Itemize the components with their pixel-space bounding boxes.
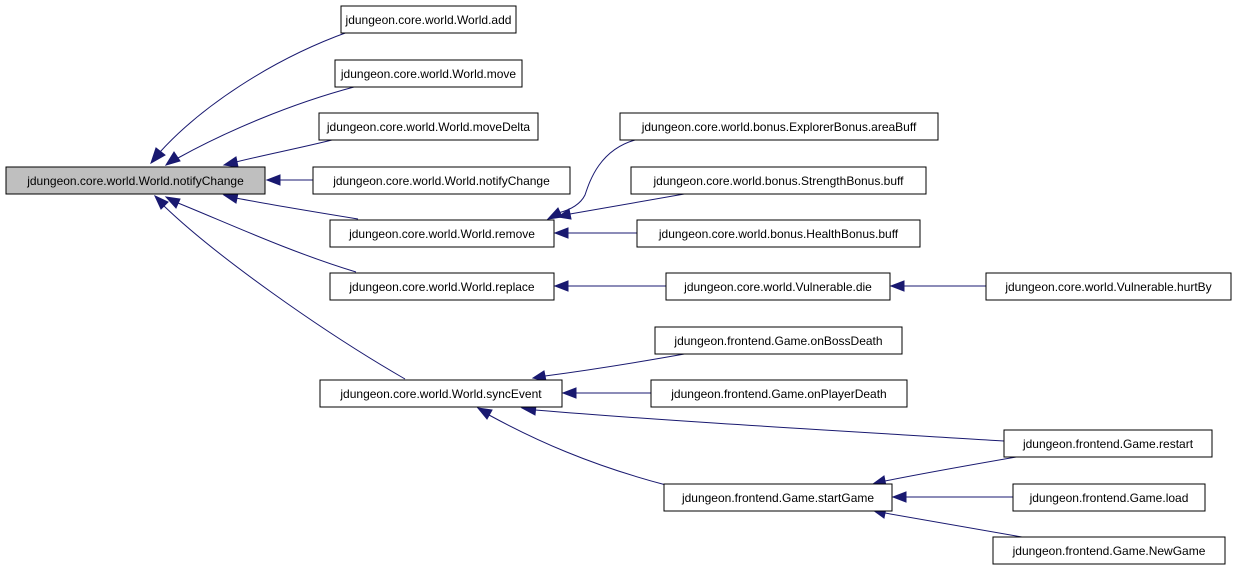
node-game-restart[interactable]: jdungeon.frontend.Game.restart (1003, 429, 1213, 458)
edge-add-to-notifychange (159, 31, 349, 153)
node-vulnerable-hurtby[interactable]: jdungeon.core.world.Vulnerable.hurtBy (985, 272, 1232, 301)
edge-arrowhead (265, 174, 281, 186)
node-label: jdungeon.core.world.World.remove (348, 227, 535, 241)
edge-syncevent-to-notifychange (163, 205, 406, 380)
node-game-onplayerdeath[interactable]: jdungeon.frontend.Game.onPlayerDeath (650, 379, 908, 408)
edge-restart-to-startgame (884, 455, 1023, 482)
node-label: jdungeon.core.world.Vulnerable.die (683, 280, 872, 294)
node-label: jdungeon.core.world.bonus.ExplorerBonus.… (641, 120, 917, 134)
edge-move-to-notifychange (177, 86, 355, 159)
edge-onbossdeath-to-syncevent (544, 352, 691, 377)
node-label: jdungeon.core.world.World.notifyChange (332, 174, 550, 188)
edge-remove-to-notifychange (235, 197, 359, 220)
edge-strengthbuff-to-remove (569, 192, 691, 215)
edge-replace-to-notifychange (177, 202, 357, 273)
edge-arrowhead (153, 194, 169, 210)
edge-restart-to-syncevent (534, 409, 1005, 442)
node-world-replace[interactable]: jdungeon.core.world.World.replace (329, 272, 555, 301)
edge-arrowhead (476, 407, 493, 420)
node-label: jdungeon.frontend.Game.startGame (681, 491, 874, 505)
edge-newgame-to-startgame (884, 512, 1023, 538)
node-label: jdungeon.core.world.bonus.StrengthBonus.… (653, 174, 905, 188)
node-game-startgame[interactable]: jdungeon.frontend.Game.startGame (663, 483, 893, 512)
node-explorerbonus-areabuff[interactable]: jdungeon.core.world.bonus.ExplorerBonus.… (619, 112, 939, 141)
node-world-syncevent[interactable]: jdungeon.core.world.World.syncEvent (319, 379, 563, 408)
node-world-remove[interactable]: jdungeon.core.world.World.remove (329, 219, 555, 248)
node-world-movedelta[interactable]: jdungeon.core.world.World.moveDelta (318, 112, 539, 141)
node-label: jdungeon.core.world.World.syncEvent (339, 387, 542, 401)
node-world-move[interactable]: jdungeon.core.world.World.move (334, 59, 523, 88)
node-notifychange-root[interactable]: jdungeon.core.world.World.notifyChange (5, 166, 266, 195)
edge-arrowhead (561, 387, 577, 399)
node-game-load[interactable]: jdungeon.frontend.Game.load (1012, 483, 1206, 512)
edge-arrowhead (222, 156, 239, 168)
node-strengthbonus-buff[interactable]: jdungeon.core.world.bonus.StrengthBonus.… (630, 166, 927, 195)
node-label: jdungeon.frontend.Game.onBossDeath (673, 334, 882, 348)
node-label: jdungeon.frontend.Game.load (1029, 491, 1189, 505)
node-healthbonus-buff[interactable]: jdungeon.core.world.bonus.HealthBonus.bu… (636, 219, 921, 248)
node-label: jdungeon.core.world.Vulnerable.hurtBy (1004, 280, 1211, 294)
edge-arrowhead (553, 280, 569, 292)
node-world-notifychange[interactable]: jdungeon.core.world.World.notifyChange (312, 166, 571, 195)
node-label: jdungeon.frontend.Game.restart (1022, 437, 1194, 451)
node-label: jdungeon.core.world.World.moveDelta (326, 120, 531, 134)
edges (150, 31, 1023, 538)
edge-movedelta-to-notifychange (235, 139, 333, 163)
nodes: jdungeon.core.world.World.notifyChange j… (5, 5, 1232, 565)
edge-arrowhead (164, 151, 181, 166)
edge-arrowhead (164, 196, 181, 209)
edge-arrowhead (889, 280, 905, 292)
node-label: jdungeon.frontend.Game.onPlayerDeath (670, 387, 886, 401)
edge-arrowhead (553, 227, 569, 239)
node-label: jdungeon.core.world.bonus.HealthBonus.bu… (658, 227, 899, 241)
node-world-add[interactable]: jdungeon.core.world.World.add (340, 5, 517, 34)
node-label: jdungeon.core.world.World.move (340, 67, 517, 81)
edge-arrowhead (891, 491, 907, 503)
node-label: jdungeon.core.world.World.notifyChange (26, 174, 244, 188)
edge-startgame-to-syncevent (488, 414, 667, 486)
node-vulnerable-die[interactable]: jdungeon.core.world.Vulnerable.die (665, 272, 891, 301)
node-game-newgame[interactable]: jdungeon.frontend.Game.NewGame (992, 536, 1226, 565)
node-label: jdungeon.core.world.World.replace (348, 280, 535, 294)
node-label: jdungeon.core.world.World.add (345, 13, 512, 27)
edge-arrowhead (556, 208, 572, 220)
edge-arrowhead (150, 147, 166, 165)
node-game-onbossdeath[interactable]: jdungeon.frontend.Game.onBossDeath (654, 326, 903, 355)
node-label: jdungeon.frontend.Game.NewGame (1012, 544, 1206, 558)
